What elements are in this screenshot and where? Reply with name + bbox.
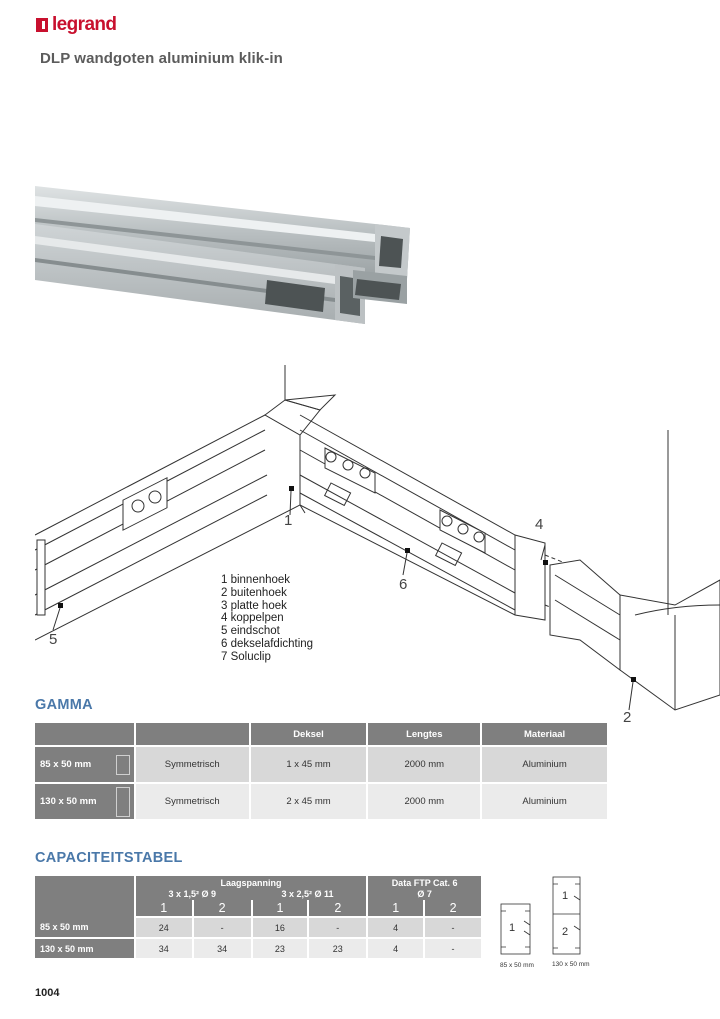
column-header: Materiaal	[481, 723, 609, 747]
gamma-table: Deksel Lengtes Materiaal 85 x 50 mm Symm…	[35, 723, 609, 821]
column-header	[134, 723, 251, 747]
legend-item: 6 dekselafdichting	[221, 637, 314, 650]
brand-name: legrand	[52, 14, 117, 35]
callout-6: 6	[399, 576, 408, 593]
group-label: Data FTP Cat. 6	[391, 878, 458, 888]
profile-thumbnail-icon	[115, 787, 130, 817]
table-header-row: Laagspanning 3 x 1,5² Ø 9 3 x 2,5² Ø 11 …	[35, 876, 483, 917]
compartment-header: 1	[251, 900, 310, 918]
table-cell: Symmetrisch	[134, 746, 251, 784]
table-cell: Aluminium	[481, 783, 609, 821]
brand-logo: legrand	[35, 14, 117, 36]
column-header: Lengtes	[367, 723, 483, 747]
legend-item: 7 Soluclip	[221, 650, 271, 663]
table-cell: 4	[367, 938, 426, 960]
profile-85-number: 1	[509, 922, 515, 934]
capacity-table: Laagspanning 3 x 1,5² Ø 9 3 x 2,5² Ø 11 …	[35, 876, 483, 960]
table-row: 85 x 50 mm 24 - 16 - 4 -	[35, 917, 483, 939]
table-cell: 2000 mm	[367, 746, 483, 784]
legend-item: 1 binnenhoek	[221, 574, 291, 586]
installation-diagram	[35, 365, 720, 711]
table-cell: 4	[367, 917, 426, 939]
table-cell: Symmetrisch	[134, 783, 251, 821]
compartment-header: 2	[308, 900, 369, 918]
compartment-header: 1	[367, 900, 426, 918]
section-title-capaciteit: CAPACITEITSTABEL	[35, 850, 183, 866]
column-group-header: Data FTP Cat. 6 Ø 7	[367, 876, 483, 900]
compartment-header: 2	[424, 900, 483, 918]
profile-130x50: 1 2 130 x 50 mm	[552, 876, 590, 968]
table-cell: -	[308, 917, 369, 939]
page-title: DLP wandgoten aluminium klik-in	[40, 50, 283, 67]
row-header: 130 x 50 mm	[35, 783, 136, 821]
diagram-legend: 1 binnenhoek 2 buitenhoek 3 platte hoek …	[221, 574, 313, 664]
legend-item: 3 platte hoek	[221, 599, 287, 612]
table-cell: -	[424, 938, 483, 960]
table-cell: 16	[251, 917, 310, 939]
group-sub-label: Ø 7	[417, 889, 432, 899]
legend-item: 2 buitenhoek	[221, 586, 287, 599]
row-size-label: 85 x 50 mm	[40, 759, 92, 770]
table-cell: Aluminium	[481, 746, 609, 784]
table-subheader-row: 1 2 1 2 1 2	[35, 900, 483, 918]
row-header: 85 x 50 mm	[35, 746, 136, 784]
profile-130-label: 130 x 50 mm	[552, 961, 590, 968]
callout-1: 1	[284, 512, 293, 529]
table-cell: 23	[308, 938, 369, 960]
group-sub-label: 3 x 2,5² Ø 11	[281, 889, 334, 899]
table-row: 130 x 50 mm Symmetrisch 2 x 45 mm 2000 m…	[35, 783, 609, 821]
table-row: 130 x 50 mm 34 34 23 23 4 -	[35, 938, 483, 960]
group-label: Laagspanning	[220, 878, 282, 888]
table-cell: 2000 mm	[367, 783, 483, 821]
row-header: 85 x 50 mm	[35, 917, 136, 939]
legend-item: 4 koppelpen	[221, 612, 284, 625]
profile-85-icon: 1	[500, 903, 531, 955]
product-photo	[35, 186, 410, 324]
profile-130-number-top: 1	[562, 890, 568, 902]
compartment-header: 1	[134, 900, 194, 918]
column-header	[35, 723, 136, 747]
table-cell: 24	[134, 917, 194, 939]
table-cell: 1 x 45 mm	[249, 746, 369, 784]
group-sub-label: 3 x 1,5² Ø 9	[168, 889, 217, 899]
callout-2: 2	[623, 709, 632, 726]
column-group-header: Laagspanning 3 x 1,5² Ø 9 3 x 2,5² Ø 11	[134, 876, 369, 900]
column-header	[35, 876, 136, 917]
column-header: Deksel	[249, 723, 369, 747]
legrand-logo-icon	[36, 18, 48, 32]
table-row: 85 x 50 mm Symmetrisch 1 x 45 mm 2000 mm…	[35, 746, 609, 784]
table-cell: 2 x 45 mm	[249, 783, 369, 821]
section-title-gamma: GAMMA	[35, 697, 93, 713]
table-cell: -	[192, 917, 253, 939]
compartment-header: 2	[192, 900, 253, 918]
table-header-row: Deksel Lengtes Materiaal	[35, 723, 609, 747]
profile-85-label: 85 x 50 mm	[500, 962, 534, 969]
table-cell: 34	[192, 938, 253, 960]
legend-item: 5 eindschot	[221, 625, 280, 638]
row-header: 130 x 50 mm	[35, 938, 136, 960]
profile-thumbnail-icon	[115, 755, 130, 775]
table-cell: 23	[251, 938, 310, 960]
row-size-label: 130 x 50 mm	[40, 796, 97, 807]
page-number: 1004	[35, 987, 60, 999]
table-cell: 34	[134, 938, 194, 960]
profile-130-number-bottom: 2	[562, 926, 568, 938]
profile-130-icon: 1 2	[552, 876, 581, 955]
callout-4: 4	[535, 516, 544, 533]
table-cell: -	[424, 917, 483, 939]
profile-85x50: 1 85 x 50 mm	[500, 903, 534, 969]
callout-5: 5	[49, 631, 58, 648]
